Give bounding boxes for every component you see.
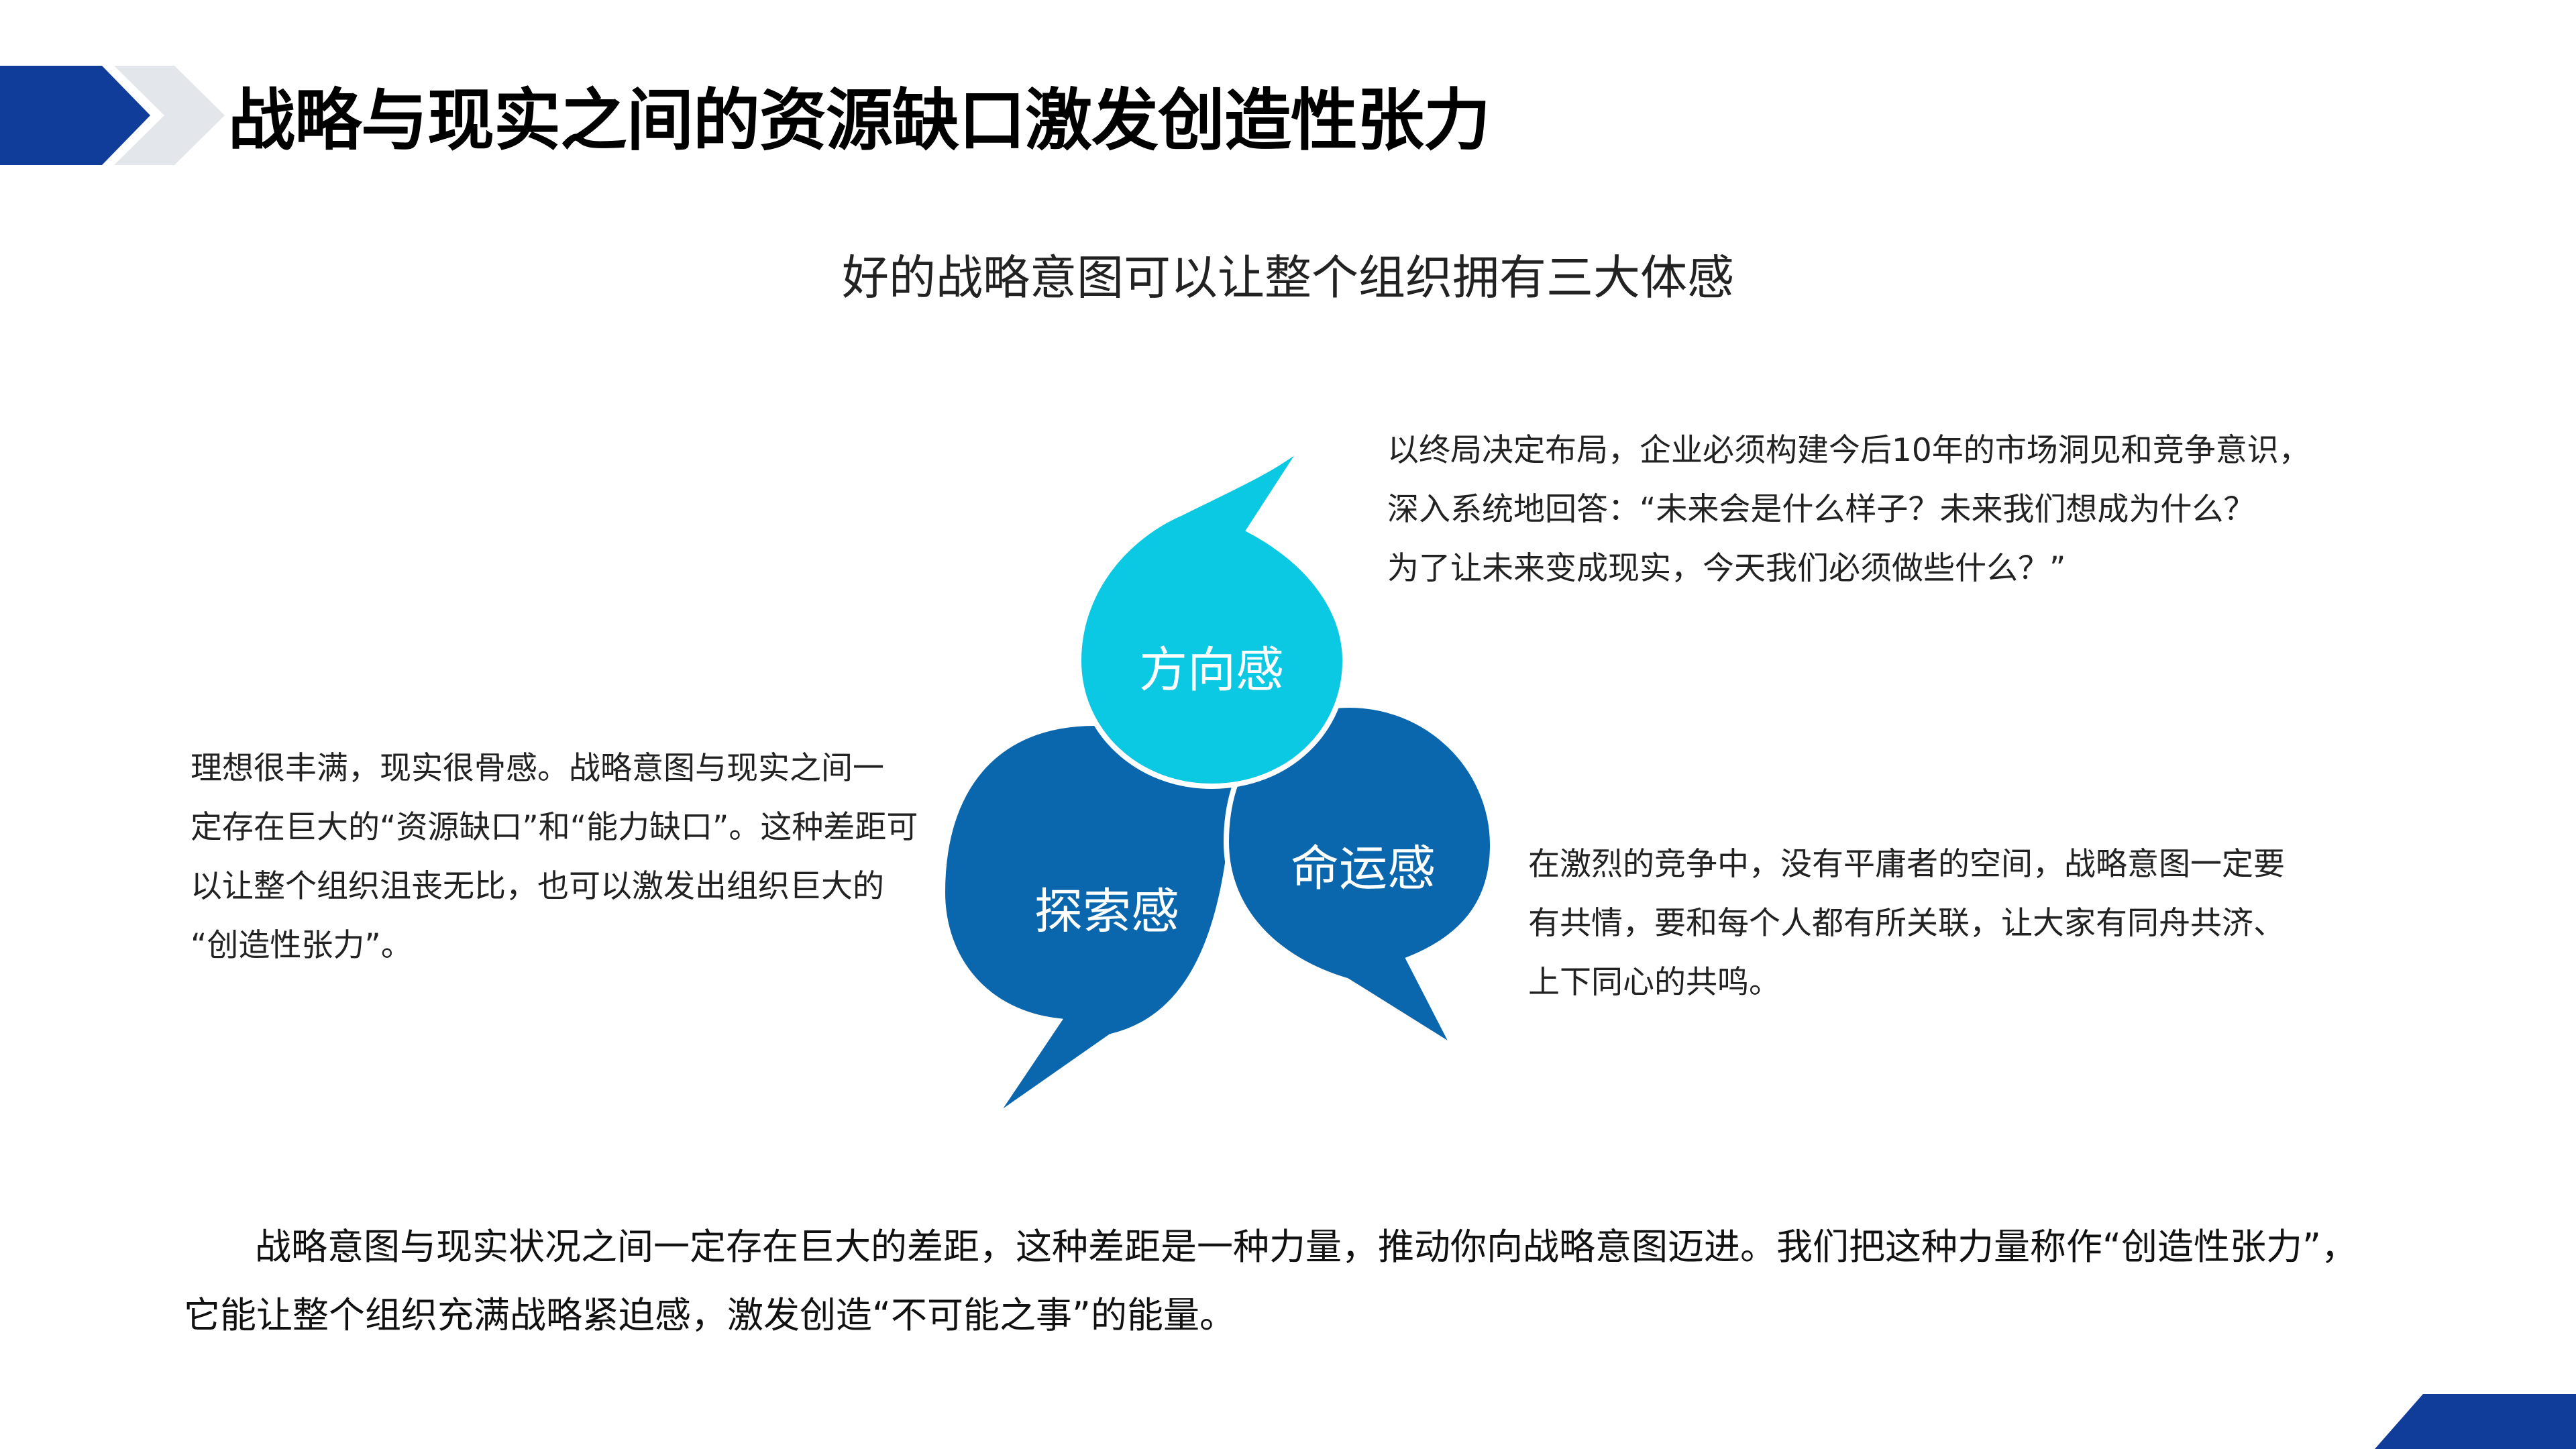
summary-line: 战略意图与现实状况之间一定存在巨大的差距，这种差距是一种力量，推动你向战略意图迈… [255, 1226, 2357, 1268]
destiny-description: 在激烈的竞争中，没有平庸者的空间，战略意图一定要 有共情，要和每个人都有所关联，… [1528, 835, 2285, 1012]
page-title: 战略与现实之间的资源缺口激发创造性张力 [228, 81, 1491, 160]
explore-description-line: 定存在巨大的“资源缺口”和“能力缺口”。这种差距可 [191, 809, 918, 846]
summary-line: 它能让整个组织充满战略紧迫感，激发创造“不可能之事”的能量。 [184, 1294, 1236, 1336]
explore-description-line: “创造性张力”。 [191, 927, 413, 964]
destiny-description-line: 上下同心的共鸣。 [1528, 964, 1780, 1001]
direction-description-line: 以终局决定布局，企业必须构建今后10年的市场洞见和竞争意识， [1387, 432, 2310, 469]
direction-description-line: 深入系统地回答：“未来会是什么样子？未来我们想成为什么？ [1387, 491, 2255, 528]
header-chevron-gray [114, 66, 225, 165]
explore-description-line: 理想很丰满，现实很骨感。战略意图与现实之间一 [191, 750, 884, 787]
summary-paragraph: 战略意图与现实状况之间一定存在巨大的差距，这种差距是一种力量，推动你向战略意图迈… [184, 1213, 2357, 1350]
explore-label: 探索感 [1034, 883, 1180, 940]
direction-label: 方向感 [1138, 641, 1285, 698]
direction-bubble [1075, 441, 1348, 790]
corner-decor [2375, 1394, 2576, 1449]
header-chevron-navy [0, 66, 150, 165]
direction-description: 以终局决定布局，企业必须构建今后10年的市场洞见和竞争意识， 深入系统地回答：“… [1387, 421, 2310, 598]
explore-description-line: 以让整个组织沮丧无比，也可以激发出组织巨大的 [191, 868, 884, 905]
destiny-description-line: 在激烈的竞争中，没有平庸者的空间，战略意图一定要 [1528, 846, 2285, 883]
destiny-description-line: 有共情，要和每个人都有所关联，让大家有同舟共济、 [1528, 905, 2285, 942]
explore-description: 理想很丰满，现实很骨感。战略意图与现实之间一 定存在巨大的“资源缺口”和“能力缺… [191, 739, 918, 975]
page-subtitle: 好的战略意图可以让整个组织拥有三大体感 [842, 250, 1734, 305]
direction-description-line: 为了让未来变成现实，今天我们必须做些什么？” [1387, 550, 2066, 587]
destiny-label: 命运感 [1290, 840, 1436, 897]
